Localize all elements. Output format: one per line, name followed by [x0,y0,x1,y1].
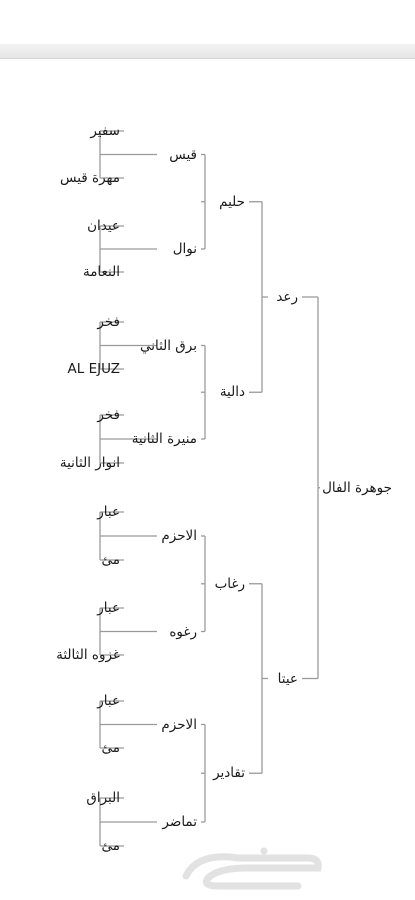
pedigree-node-depth-4: انوار الثانية [59,455,120,471]
pedigree-node-depth-4: غزوه الثالثة [56,647,120,663]
pedigree-node-depth-4: عيدان [87,218,120,234]
pedigree-node-depth-4: مهرة قيس [59,170,120,186]
pedigree-node-depth-2: تقادير [213,765,245,782]
pedigree-node-depth-3: نوال [172,241,197,257]
pedigree-node-depth-4: فخر [97,314,120,330]
pedigree-node-depth-4: البراق [86,790,120,806]
pedigree-node-depth-4: مئ [101,740,120,756]
pedigree-node-depth-4: سفير [90,123,120,139]
top-bar-divider [0,44,415,59]
pedigree-node-depth-3: الاحزم [161,528,197,544]
pedigree-node-depth-1: رعد [276,289,298,305]
pedigree-node-depth-2: رغاب [214,575,245,592]
pedigree-node-depth-4: مئ [101,838,120,854]
pedigree-node-depth-3: برق الثاني [139,337,197,354]
pedigree-node-depth-2: دالية [219,384,245,401]
pedigree-node-depth-4: عبار [97,504,120,520]
pedigree-node-depth-3: رغوه [169,623,197,640]
pedigree-node-depth-1: عيتا [277,670,298,687]
pedigree-node-depth-3: الاحزم [161,716,197,733]
pedigree-node-depth-3: قيس [169,146,197,163]
haraj-watermark-logo [182,847,322,890]
pedigree-node-depth-3: منيرة الثانية [131,431,197,447]
pedigree-node-depth-4: النعامة [82,264,120,280]
pedigree-node-depth-4: عبار [97,600,120,616]
pedigree-node-depth-3: تماضر [162,814,197,830]
pedigree-node-depth-4: عبار [97,693,120,709]
pedigree-node-depth-2: حليم [219,193,245,210]
pedigree-node-depth-4: مئ [101,552,120,568]
tree-root-name: جوهرة الفال [322,479,392,496]
pedigree-node-depth-4: فخر [97,407,120,423]
pedigree-node-depth-4: AL EJUZ [67,361,120,377]
